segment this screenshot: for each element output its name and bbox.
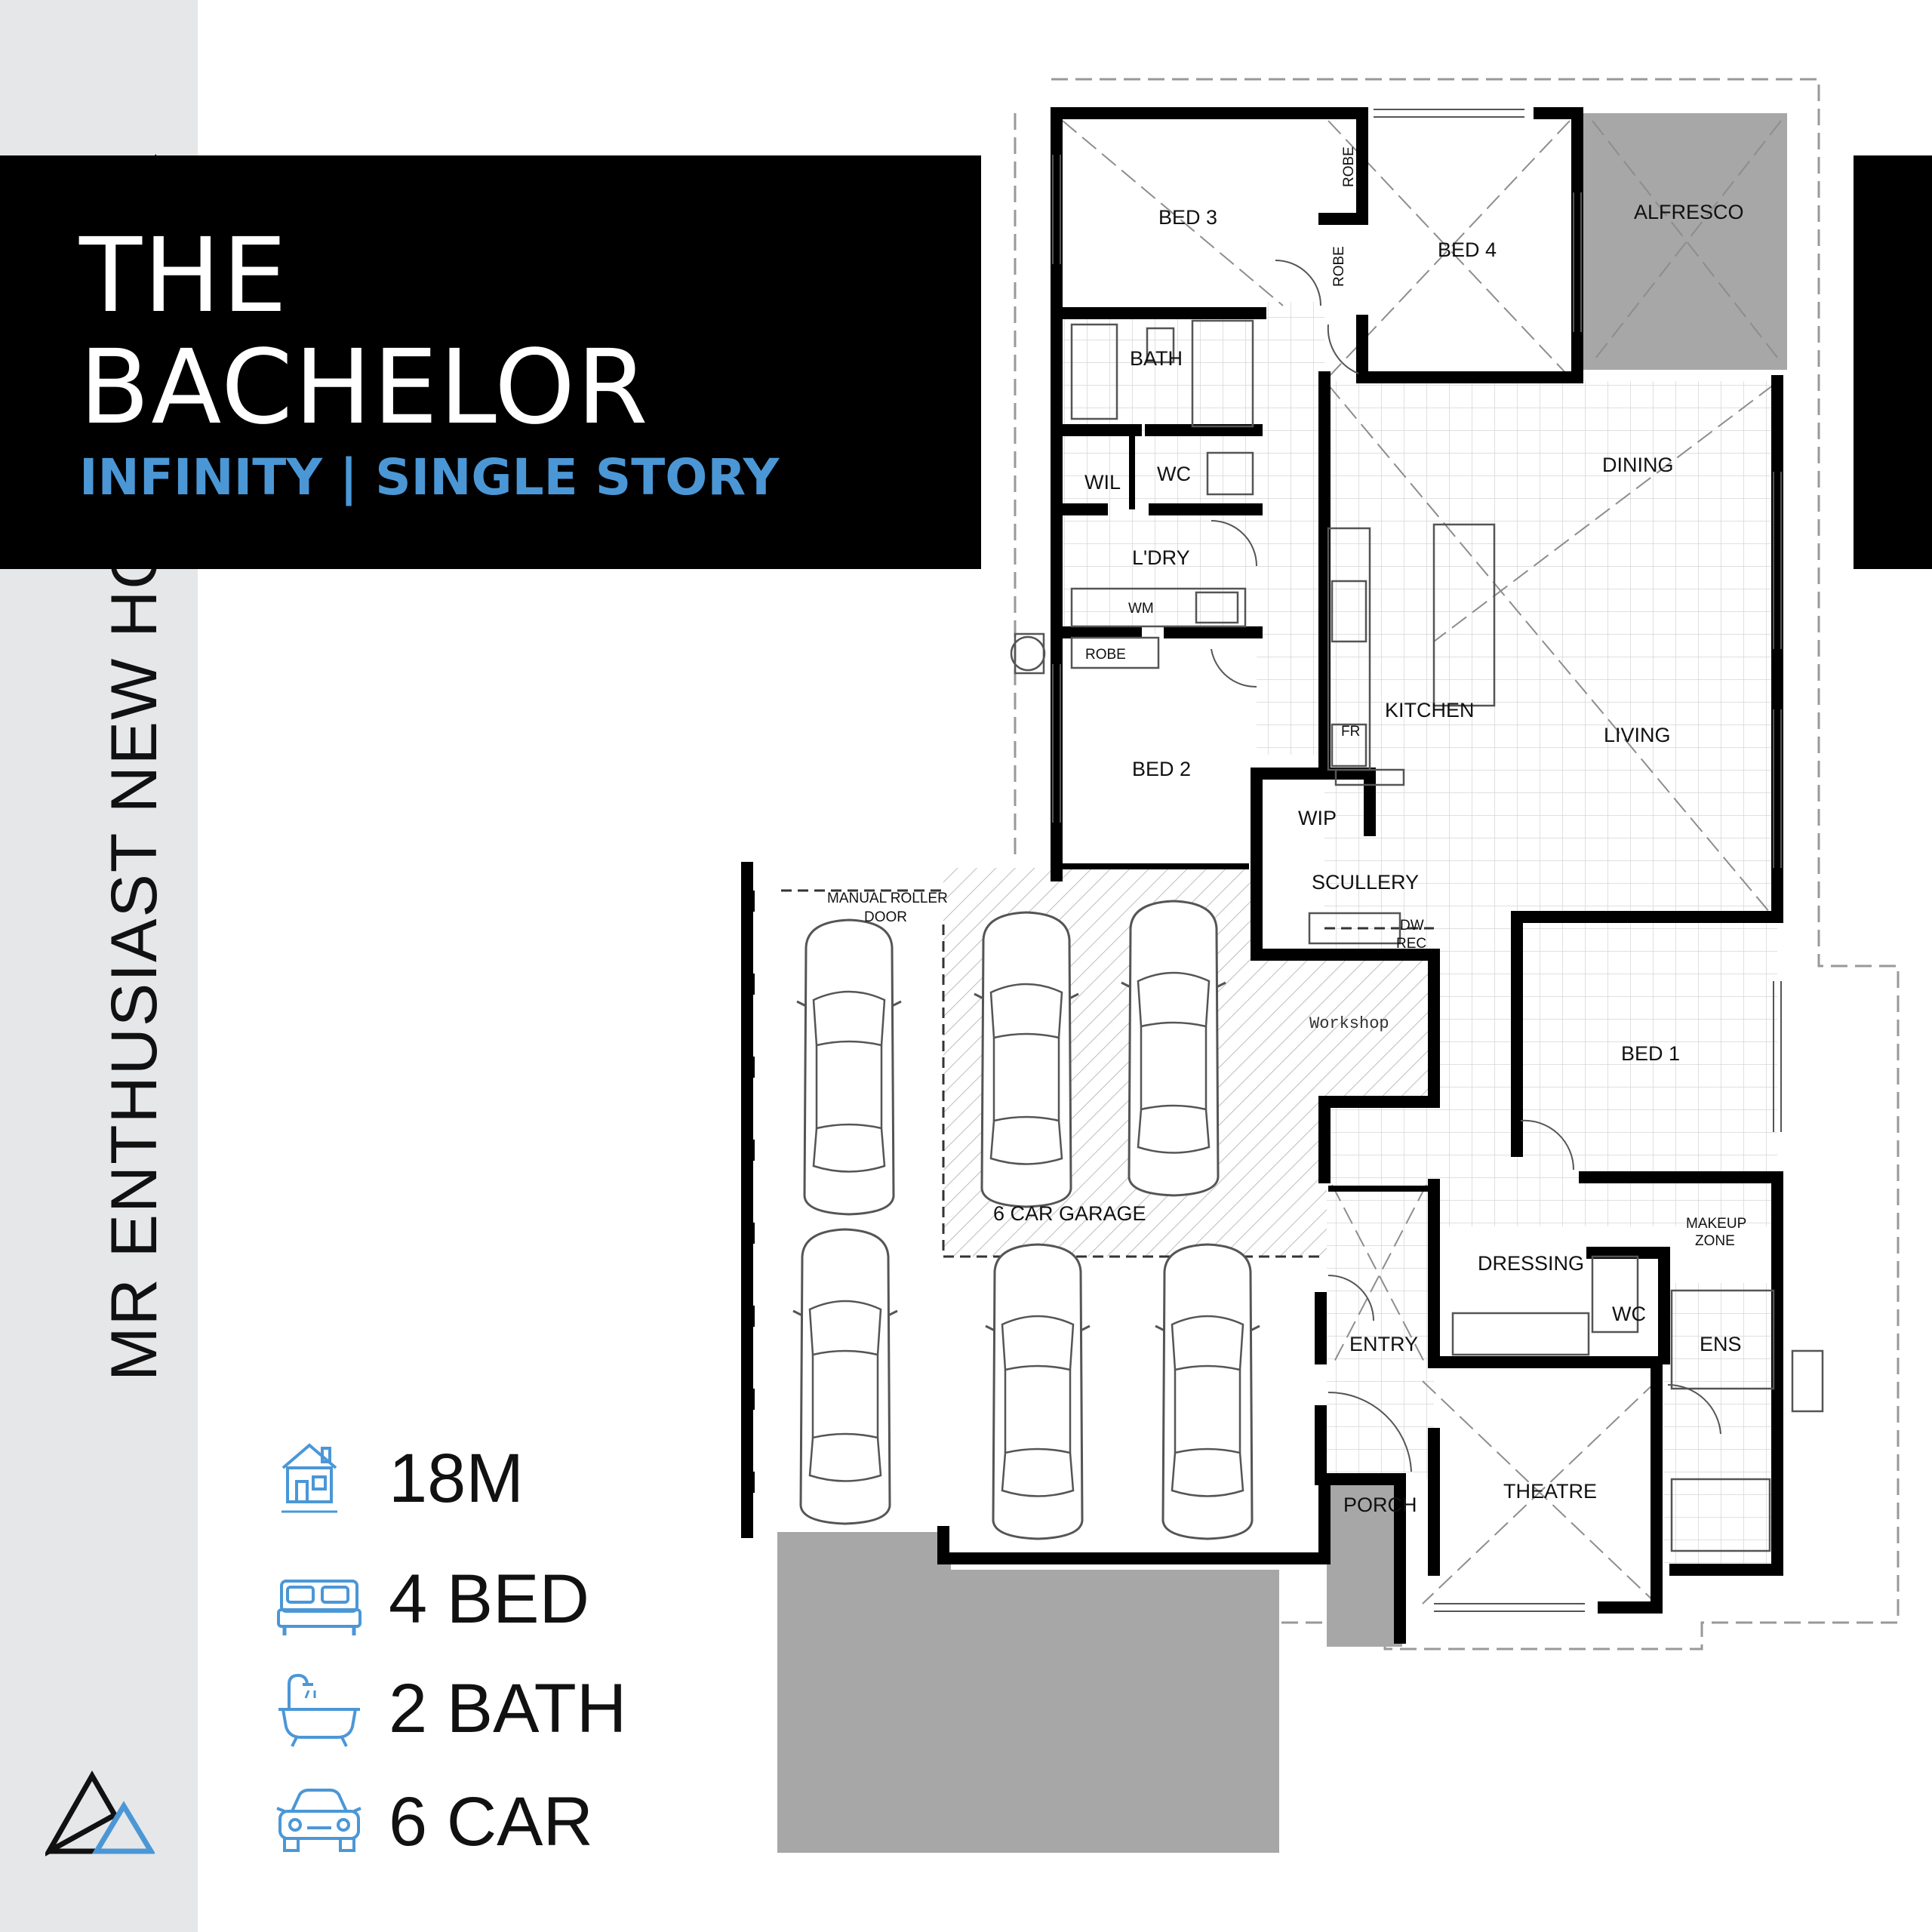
- label-makeup-2: ZONE: [1695, 1233, 1735, 1249]
- room-robe-bed-3: ROBE: [1341, 146, 1357, 187]
- room-living: LIVING: [1604, 724, 1671, 746]
- car-icon: [276, 1789, 361, 1852]
- subtitle: INFINITY | SINGLE STORY: [79, 448, 780, 506]
- room-wc: WC: [1157, 463, 1191, 485]
- stat-bath-text: 2 BATH: [389, 1670, 627, 1747]
- room-porch: PORCH: [1343, 1494, 1417, 1516]
- room-laundry: L'DRY: [1132, 546, 1190, 569]
- title-line-2: BACHELOR: [79, 328, 650, 448]
- room-bed-2: BED 2: [1132, 758, 1191, 780]
- room-garage: 6 CAR GARAGE: [993, 1202, 1146, 1225]
- title-banner: THE BACHELOR INFINITY | SINGLE STORY: [0, 155, 981, 569]
- bed-icon: [277, 1580, 361, 1635]
- label-makeup-1: MAKEUP: [1686, 1216, 1746, 1232]
- room-scullery: SCULLERY: [1312, 871, 1419, 894]
- stat-car-text: 6 CAR: [389, 1783, 593, 1860]
- bath-icon: [278, 1673, 360, 1747]
- room-theatre: THEATRE: [1503, 1480, 1597, 1503]
- triangle-logo-icon: [45, 1770, 155, 1857]
- stat-bed-text: 4 BED: [389, 1561, 589, 1638]
- label-dishwasher: DW: [1400, 918, 1424, 934]
- room-ensuite: ENS: [1700, 1333, 1742, 1355]
- room-bed-4: BED 4: [1438, 238, 1497, 261]
- room-bed-1: BED 1: [1621, 1042, 1680, 1065]
- room-alfresco: ALFRESCO: [1634, 201, 1744, 223]
- room-bed-3: BED 3: [1158, 206, 1217, 229]
- stat-width-text: 18M: [389, 1440, 524, 1517]
- label-roller-door-2: DOOR: [864, 909, 907, 925]
- label-rec: REC: [1396, 936, 1426, 952]
- room-entry: ENTRY: [1349, 1333, 1418, 1355]
- label-roller-door-1: MANUAL ROLLER: [827, 891, 948, 906]
- room-kitchen: KITCHEN: [1385, 699, 1475, 721]
- room-bath: BATH: [1130, 347, 1183, 370]
- right-accent-band: [1854, 155, 1932, 569]
- room-wc-ensuite: WC: [1612, 1303, 1646, 1325]
- room-dining: DINING: [1602, 454, 1674, 476]
- house-width-icon: [281, 1443, 337, 1513]
- room-wil: WIL: [1084, 471, 1121, 494]
- room-dressing: DRESSING: [1478, 1252, 1584, 1275]
- room-robe-bed-4: ROBE: [1331, 246, 1347, 287]
- label-workshop: Workshop: [1309, 1014, 1389, 1033]
- room-wip: WIP: [1298, 807, 1337, 829]
- label-wm: WM: [1128, 601, 1154, 617]
- title-line-1: THE: [79, 217, 289, 336]
- label-fridge: FR: [1341, 724, 1360, 740]
- room-robe-bed-2: ROBE: [1085, 647, 1126, 663]
